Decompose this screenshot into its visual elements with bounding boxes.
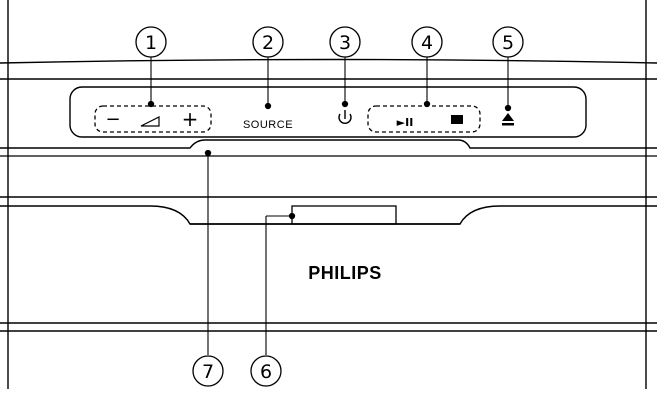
svg-text:3: 3	[339, 32, 351, 54]
svg-text:5: 5	[502, 32, 514, 54]
eject-icon[interactable]	[502, 113, 514, 126]
playback-group-outline	[367, 105, 481, 133]
play-pause-button[interactable]: ►II	[397, 116, 414, 129]
device-outline	[0, 0, 657, 389]
source-button[interactable]: SOURCE	[243, 119, 293, 131]
callout-leaders	[147, 57, 512, 355]
power-icon[interactable]	[338, 110, 352, 124]
callout-7: 7	[192, 355, 224, 387]
callout-3: 3	[329, 26, 361, 58]
svg-text:2: 2	[262, 32, 274, 54]
volume-ramp-icon	[140, 116, 160, 127]
callout-5: 5	[492, 26, 524, 58]
disc-tray[interactable]	[291, 205, 397, 225]
control-panel	[69, 86, 587, 138]
brand-logo: PHILIPS	[308, 263, 382, 283]
volume-minus-button[interactable]: −	[105, 109, 120, 130]
svg-text:6: 6	[260, 361, 272, 383]
svg-text:4: 4	[421, 32, 433, 54]
svg-text:7: 7	[202, 361, 214, 383]
svg-text:1: 1	[145, 32, 157, 54]
callout-6: 6	[250, 355, 282, 387]
volume-plus-button[interactable]: +	[182, 107, 199, 131]
callout-4: 4	[411, 26, 443, 58]
stop-icon[interactable]	[451, 115, 463, 124]
callout-2: 2	[252, 26, 284, 58]
display-strip	[0, 139, 657, 157]
callout-1: 1	[135, 26, 167, 58]
